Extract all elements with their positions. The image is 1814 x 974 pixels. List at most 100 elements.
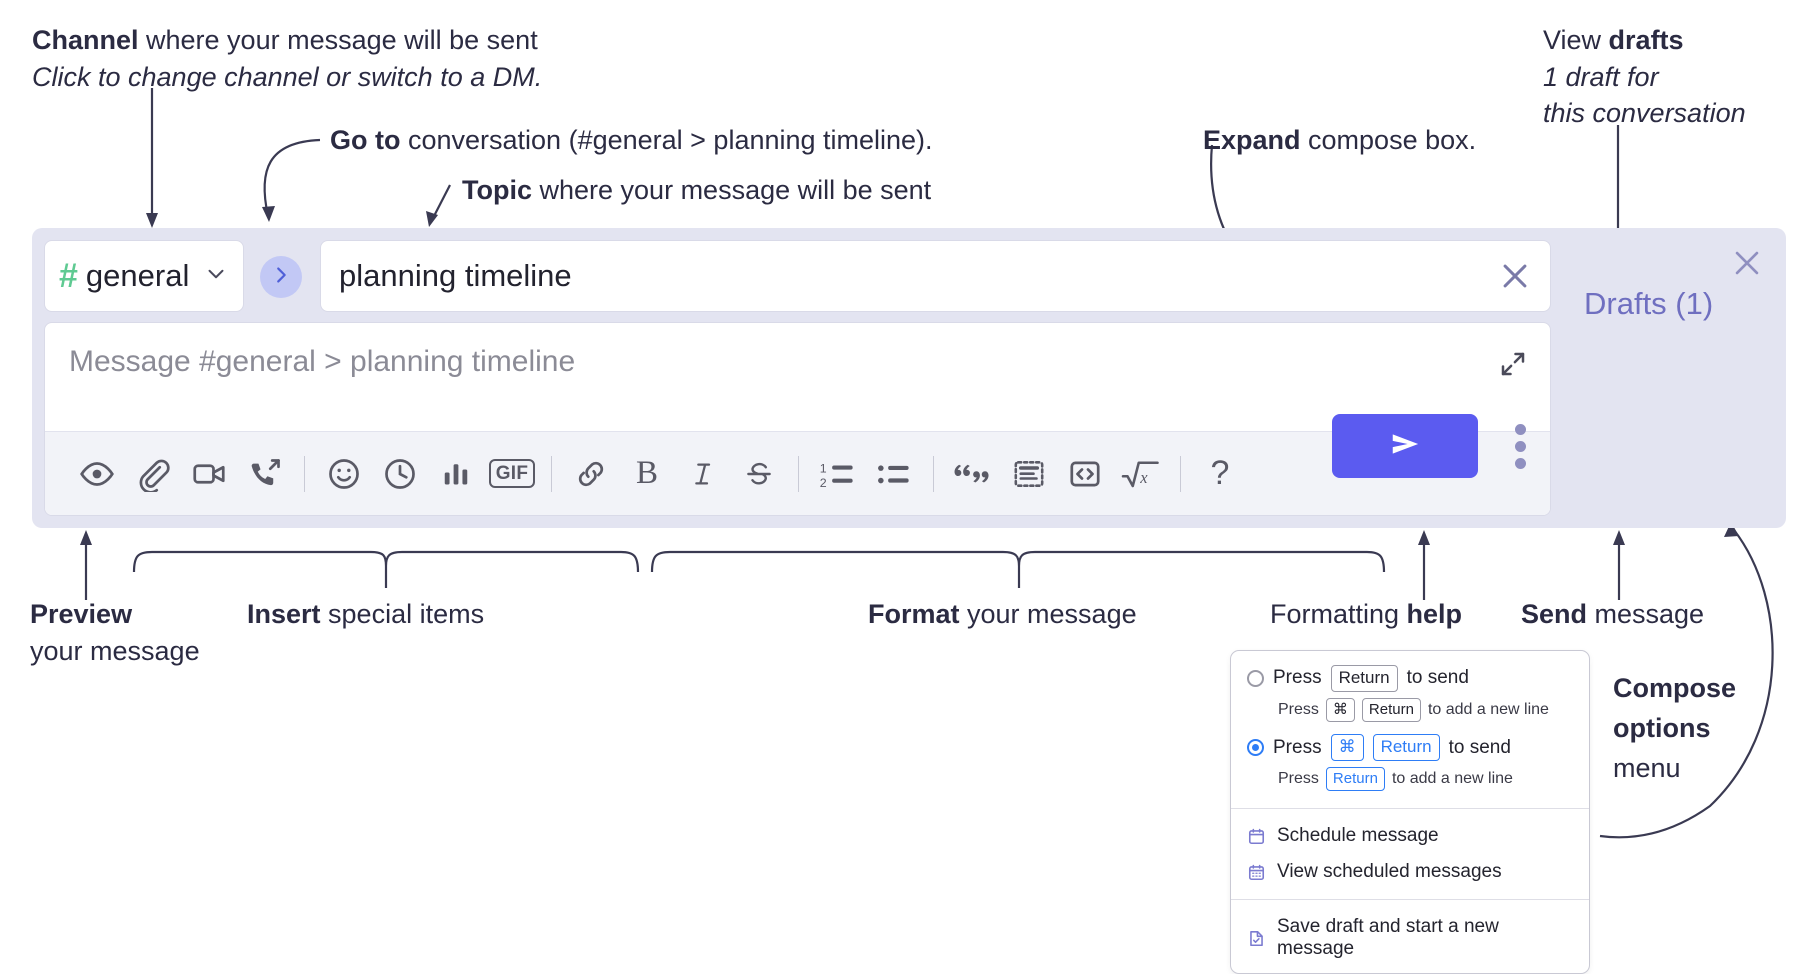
sub-pre-1: Press [1278, 770, 1319, 788]
annotation-compose-options-l3: menu [1613, 752, 1681, 785]
menu-item-view-scheduled[interactable]: View scheduled messages [1231, 854, 1589, 890]
kbd-return: Return [1330, 665, 1398, 692]
topic-field[interactable]: planning timeline [320, 240, 1551, 312]
annotation-format-rest: your message [959, 599, 1137, 629]
annotation-expand: Expand compose box. [1203, 124, 1476, 157]
menu-item-schedule-message[interactable]: Schedule message [1231, 818, 1589, 854]
kebab-dot-1 [1514, 423, 1526, 435]
annotation-expand-rest: compose box. [1300, 125, 1477, 155]
bulleted-list-icon[interactable] [866, 446, 922, 502]
compose-options-button[interactable] [1502, 418, 1538, 474]
link-icon[interactable] [563, 446, 619, 502]
annotation-goto-bold: Go to [330, 125, 401, 155]
annotation-insert-rest: special items [320, 599, 485, 629]
compose-inner: # general planning timeline Messag [44, 240, 1551, 516]
topic-clear-button[interactable] [1498, 259, 1532, 293]
attachment-icon[interactable] [125, 446, 181, 502]
drafts-link[interactable]: Drafts (1) [1584, 286, 1714, 321]
goto-conversation-button[interactable] [260, 256, 302, 298]
annotation-channel-rest: where your message will be sent [138, 25, 538, 55]
separator-3 [798, 455, 799, 492]
channel-selector[interactable]: # general [44, 240, 244, 312]
italic-icon[interactable] [675, 446, 731, 502]
menu-item-schedule-label: Schedule message [1277, 825, 1439, 847]
annotation-drafts-sub-line1: 1 draft for [1543, 62, 1659, 92]
poll-icon[interactable] [428, 446, 484, 502]
sub-post-0: to add a new line [1427, 701, 1549, 719]
kebab-dot-3 [1514, 457, 1526, 469]
send-mode-cmd-post: to send [1448, 736, 1511, 758]
annotation-channel-title: Channel where your message will be sent [32, 24, 538, 57]
annotation-insert: Insert special items [247, 598, 484, 631]
annotation-preview-line2: your message [30, 635, 200, 668]
annotation-preview: Preview [30, 598, 132, 631]
kbd-return-0: Return [1361, 697, 1421, 723]
code-block-icon[interactable] [1001, 446, 1057, 502]
annotation-drafts-bold: drafts [1608, 25, 1684, 55]
annotation-channel-sub: Click to change channel or switch to a D… [32, 61, 542, 94]
channel-row: # general planning timeline [44, 240, 1551, 312]
huddle-icon[interactable] [237, 446, 293, 502]
emoji-icon[interactable] [316, 446, 372, 502]
panel-close-button[interactable] [1730, 246, 1764, 285]
send-mode-cmd-return-row[interactable]: Press ⌘ Return to send [1231, 730, 1589, 765]
annotation-compose-options-l1: Compose [1613, 672, 1736, 705]
separator-5 [1180, 455, 1181, 492]
annotation-compose-options-menu: menu [1613, 753, 1681, 783]
chevron-down-icon [203, 261, 229, 292]
math-icon[interactable]: x [1113, 446, 1169, 502]
topic-value: planning timeline [339, 258, 572, 293]
send-icon [1384, 423, 1426, 470]
strikethrough-icon[interactable] [731, 446, 787, 502]
kbd-return-1: Return [1372, 734, 1440, 762]
message-input[interactable]: Message #general > planning timeline [45, 323, 1550, 433]
annotation-expand-bold: Expand [1203, 125, 1301, 155]
gif-label: GIF [488, 459, 536, 488]
video-icon[interactable] [181, 446, 237, 502]
bold-label: B [635, 455, 658, 491]
send-mode-return-pre: Press [1273, 667, 1322, 689]
gif-icon[interactable]: GIF [484, 446, 540, 502]
menu-item-save-draft-label: Save draft and start a new message [1277, 916, 1499, 960]
annotation-preview-bold: Preview [30, 599, 133, 629]
preview-icon[interactable] [69, 446, 125, 502]
message-box: Message #general > planning timeline [44, 322, 1551, 516]
annotation-compose-options-bold-2: options [1613, 713, 1711, 743]
annotation-format-bold: Format [868, 599, 960, 629]
kebab-dot-2 [1514, 440, 1526, 452]
annotation-channel-bold: Channel [32, 25, 139, 55]
save-draft-icon [1247, 929, 1266, 948]
expand-compose-button[interactable] [1498, 349, 1528, 384]
svg-text:1: 1 [820, 461, 827, 475]
svg-text:2: 2 [820, 476, 827, 490]
send-mode-cmd-sub: Press Return to add a new line [1231, 765, 1589, 799]
separator-4 [933, 455, 934, 492]
annotation-help-pre: Formatting [1270, 599, 1407, 629]
reminder-icon[interactable] [372, 446, 428, 502]
menu-divider-1 [1231, 808, 1589, 810]
send-mode-return-post: to send [1406, 667, 1469, 689]
annotation-send-bold: Send [1521, 599, 1588, 629]
svg-text:x: x [1139, 468, 1148, 487]
send-button[interactable] [1332, 414, 1478, 478]
send-mode-cmd-pre: Press [1273, 736, 1322, 758]
annotation-channel-sub-text: Click to change channel or switch to a D… [32, 62, 543, 92]
send-mode-return-row[interactable]: Press Return to send [1231, 661, 1589, 696]
menu-item-save-draft[interactable]: Save draft and start a new message [1231, 909, 1589, 967]
annotation-format: Format your message [868, 598, 1137, 631]
calendar-grid-icon [1247, 863, 1266, 882]
annotation-formatting-help: Formatting help [1270, 598, 1462, 631]
kbd-cmd-0: ⌘ [1325, 697, 1355, 723]
separator-2 [551, 455, 552, 492]
send-mode-return-sub: Press ⌘ Return to add a new line [1231, 696, 1589, 730]
code-icon[interactable] [1057, 446, 1113, 502]
formatting-help-icon[interactable]: ? [1192, 446, 1248, 502]
kbd-return-sub-1: Return [1325, 767, 1385, 792]
channel-name: general [85, 258, 190, 293]
compose-panel: # general planning timeline Messag [32, 228, 1786, 528]
bold-icon[interactable]: B [619, 446, 675, 502]
radio-return[interactable] [1247, 669, 1264, 687]
radio-cmd-return[interactable] [1247, 739, 1264, 757]
blockquote-icon[interactable] [945, 446, 1001, 502]
